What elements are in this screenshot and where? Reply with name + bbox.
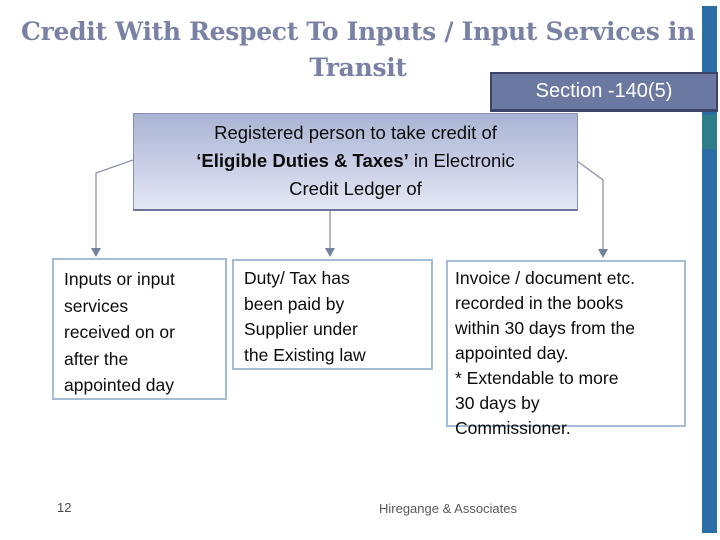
- condition-box-inputs-received: Inputs or input services received on or …: [52, 258, 227, 400]
- section-badge-label: Section -140(5): [535, 80, 673, 102]
- connector-center-arrow: [325, 248, 335, 257]
- main-condition-box: Registered person to take credit of ‘Eli…: [133, 113, 578, 211]
- page-number: 12: [57, 500, 72, 515]
- main-box-line1: Registered person to take credit of: [214, 122, 497, 143]
- footer-company: Hiregange & Associates: [378, 501, 518, 516]
- slide-title-line2: Transit: [309, 53, 407, 82]
- condition-box-duty-paid: Duty/ Tax has been paid by Supplier unde…: [232, 259, 433, 370]
- main-box-line2-bold: ‘Eligible Duties & Taxes’: [196, 150, 409, 171]
- right-accent-teal-segment: [702, 115, 717, 149]
- main-box-line2: ‘Eligible Duties & Taxes’ in Electronic: [134, 147, 577, 175]
- condition-box-invoice-recorded: Invoice / document etc. recorded in the …: [446, 260, 686, 438]
- slide-title-line1: Credit With Respect To Inputs / Input Se…: [21, 17, 695, 46]
- connector-left-arrow: [91, 248, 101, 257]
- main-box-line3: Credit Ledger of: [289, 178, 422, 199]
- main-box-line2-rest: in Electronic: [408, 150, 515, 171]
- connector-right-arrow: [598, 249, 608, 258]
- section-badge: Section -140(5): [490, 72, 718, 112]
- connector-right: [576, 160, 604, 250]
- slide-title: Credit With Respect To Inputs / Input Se…: [10, 14, 706, 86]
- connector-left: [95, 159, 134, 249]
